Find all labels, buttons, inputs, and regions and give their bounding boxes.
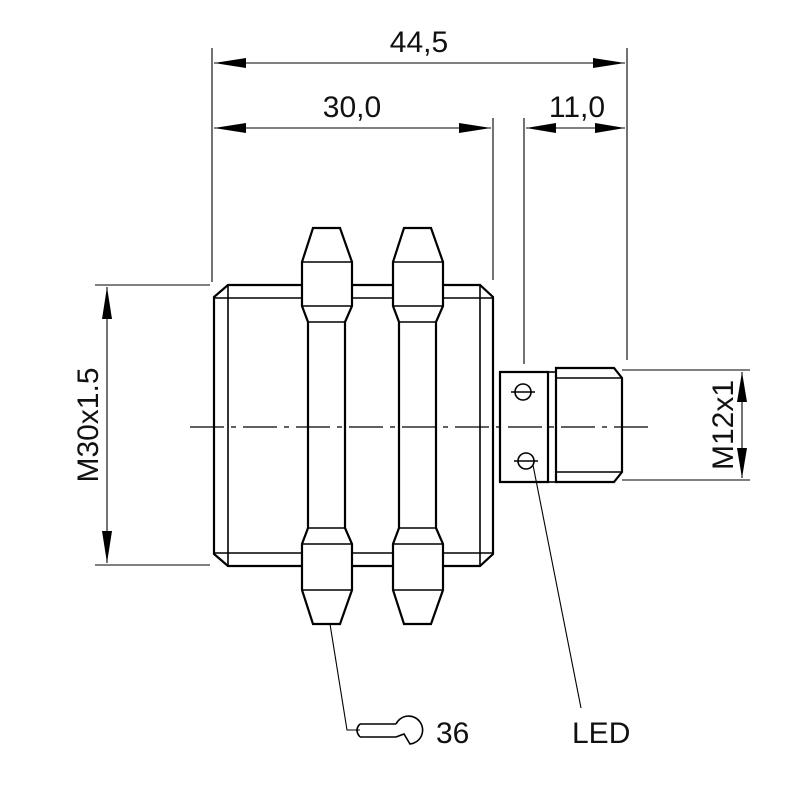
sensor-body — [212, 283, 495, 568]
lock-nut-left — [300, 226, 354, 626]
dimension-connector-thread: M12x1 — [622, 369, 750, 481]
led-window-bottom — [514, 452, 538, 470]
body-length-label: 30,0 — [323, 91, 381, 124]
wrench-size-label: 36 — [436, 717, 469, 750]
overall-length-label: 44,5 — [390, 26, 448, 59]
wrench-icon — [356, 715, 424, 745]
connector-length-label: 11,0 — [549, 91, 605, 124]
led-label: LED — [572, 717, 630, 750]
body-thread-label: M30x1.5 — [72, 367, 105, 482]
dimension-body-length: 30,0 — [214, 91, 494, 280]
dimension-connector-length: 11,0 — [523, 91, 625, 364]
led-window-top — [511, 383, 535, 401]
lock-nut-right — [391, 226, 445, 626]
connector — [498, 366, 624, 484]
led-leader-line — [532, 464, 582, 709]
dimension-body-thread: M30x1.5 — [72, 284, 210, 566]
wrench-leader-line — [329, 623, 360, 731]
dimension-overall-length: 44,5 — [211, 26, 628, 360]
connector-thread-label: M12x1 — [707, 380, 740, 470]
